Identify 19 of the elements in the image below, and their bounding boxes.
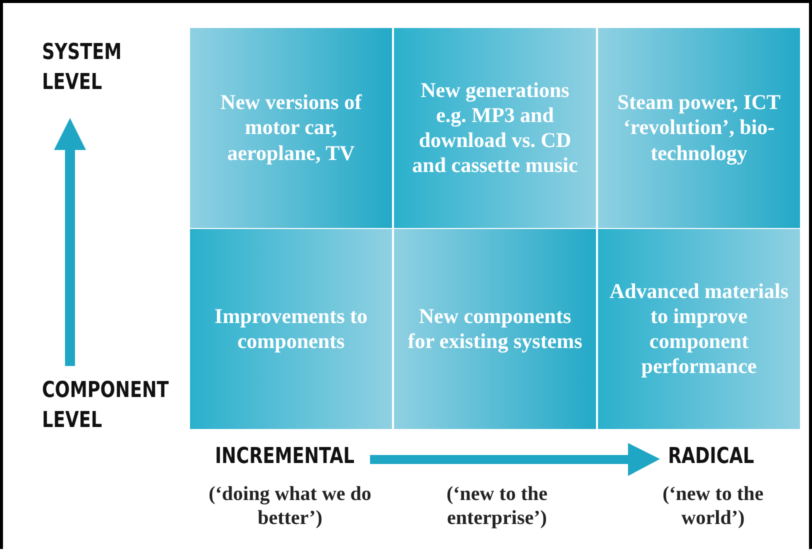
matrix-cell: [394, 28, 596, 228]
matrix-cell: [394, 229, 596, 429]
cell-text: Advanced materials to improve component performance: [608, 278, 790, 380]
axis-label: COMPONENT LEVEL: [42, 377, 170, 435]
axis-label: SYSTEM LEVEL: [42, 39, 123, 97]
cell-text: Steam power, ICT ‘revolution’, bio-technology: [616, 90, 782, 166]
cell-text: New components for existing systems: [406, 304, 584, 354]
cell-text: New versions of motor car, aeroplane, TV: [219, 90, 363, 166]
axis-note: (‘doing what we do better’): [208, 482, 372, 530]
cell-text: New generations e.g. MP3 and download vs. CD and cassette music: [411, 78, 579, 178]
matrix-cell: [190, 229, 392, 429]
matrix-cell: [598, 229, 800, 429]
axis-label: INCREMENTAL: [215, 443, 356, 471]
axis-note: (‘new to the world’): [661, 482, 765, 530]
matrix-cell: [190, 28, 392, 228]
axis-label: RADICAL: [668, 443, 756, 471]
cell-text: Improvements to components: [213, 304, 368, 354]
matrix-cell: [598, 28, 800, 228]
axis-note: (‘new to the enterprise’): [445, 482, 549, 530]
